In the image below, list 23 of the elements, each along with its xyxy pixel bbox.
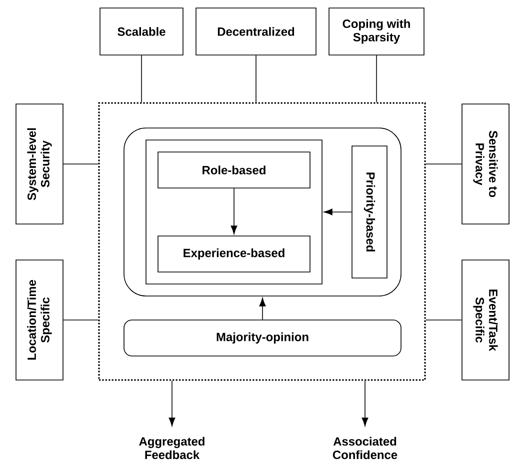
process-box: Majority-opinion <box>124 320 402 356</box>
property-box: Event/Task Specific <box>462 260 510 380</box>
property-box: Location/Time Specific <box>16 260 64 380</box>
dotted-frame <box>98 102 426 381</box>
process-box: Priority-based <box>352 146 388 278</box>
output-label: Associated Confidence <box>332 436 398 460</box>
connector <box>230 188 238 234</box>
connector <box>362 380 368 426</box>
property-box: System-level Security <box>16 104 64 224</box>
property-box: Scalable <box>100 8 184 56</box>
rounded-box <box>124 128 402 296</box>
inner-box <box>146 140 322 284</box>
process-box: Role-based <box>158 152 310 188</box>
connector <box>376 55 377 103</box>
property-box: Coping with Sparsity <box>328 8 424 56</box>
process-box: Experience-based <box>158 236 310 272</box>
connector <box>141 55 142 103</box>
connector <box>168 380 176 426</box>
property-box: Decentralized <box>196 8 316 56</box>
connector <box>324 208 352 216</box>
output-label: Aggregated Feedback <box>139 436 204 460</box>
connector <box>259 298 266 320</box>
property-box: Sensitive to Privacy <box>462 104 510 224</box>
